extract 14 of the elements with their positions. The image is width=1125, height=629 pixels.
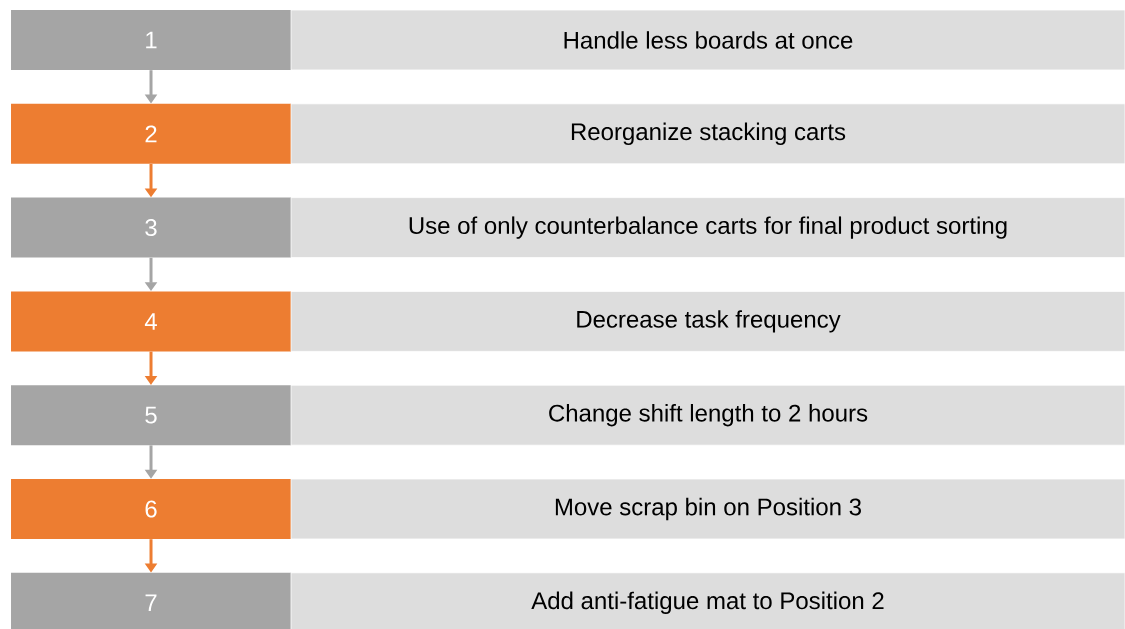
step-box: Change shift length to 2 hours — [290, 384, 1125, 446]
step-box: Handle less boards at once — [290, 9, 1125, 71]
step-box: Reorganize stacking carts — [290, 103, 1125, 165]
number-box: 4 — [11, 291, 291, 352]
step-box: Add anti-fatigue mat to Position 2 — [290, 572, 1125, 629]
number-box: 5 — [11, 385, 291, 446]
step-box: Move scrap bin on Position 3 — [290, 478, 1125, 540]
number-box: 3 — [11, 197, 291, 258]
step-box: Decrease task frequency — [290, 291, 1125, 352]
number-box: 6 — [11, 479, 291, 539]
number-box: 2 — [11, 103, 291, 164]
number-box: 7 — [11, 572, 291, 629]
step-box: Use of only counterbalance carts for final product sorting — [290, 197, 1125, 258]
number-box: 1 — [11, 10, 291, 70]
